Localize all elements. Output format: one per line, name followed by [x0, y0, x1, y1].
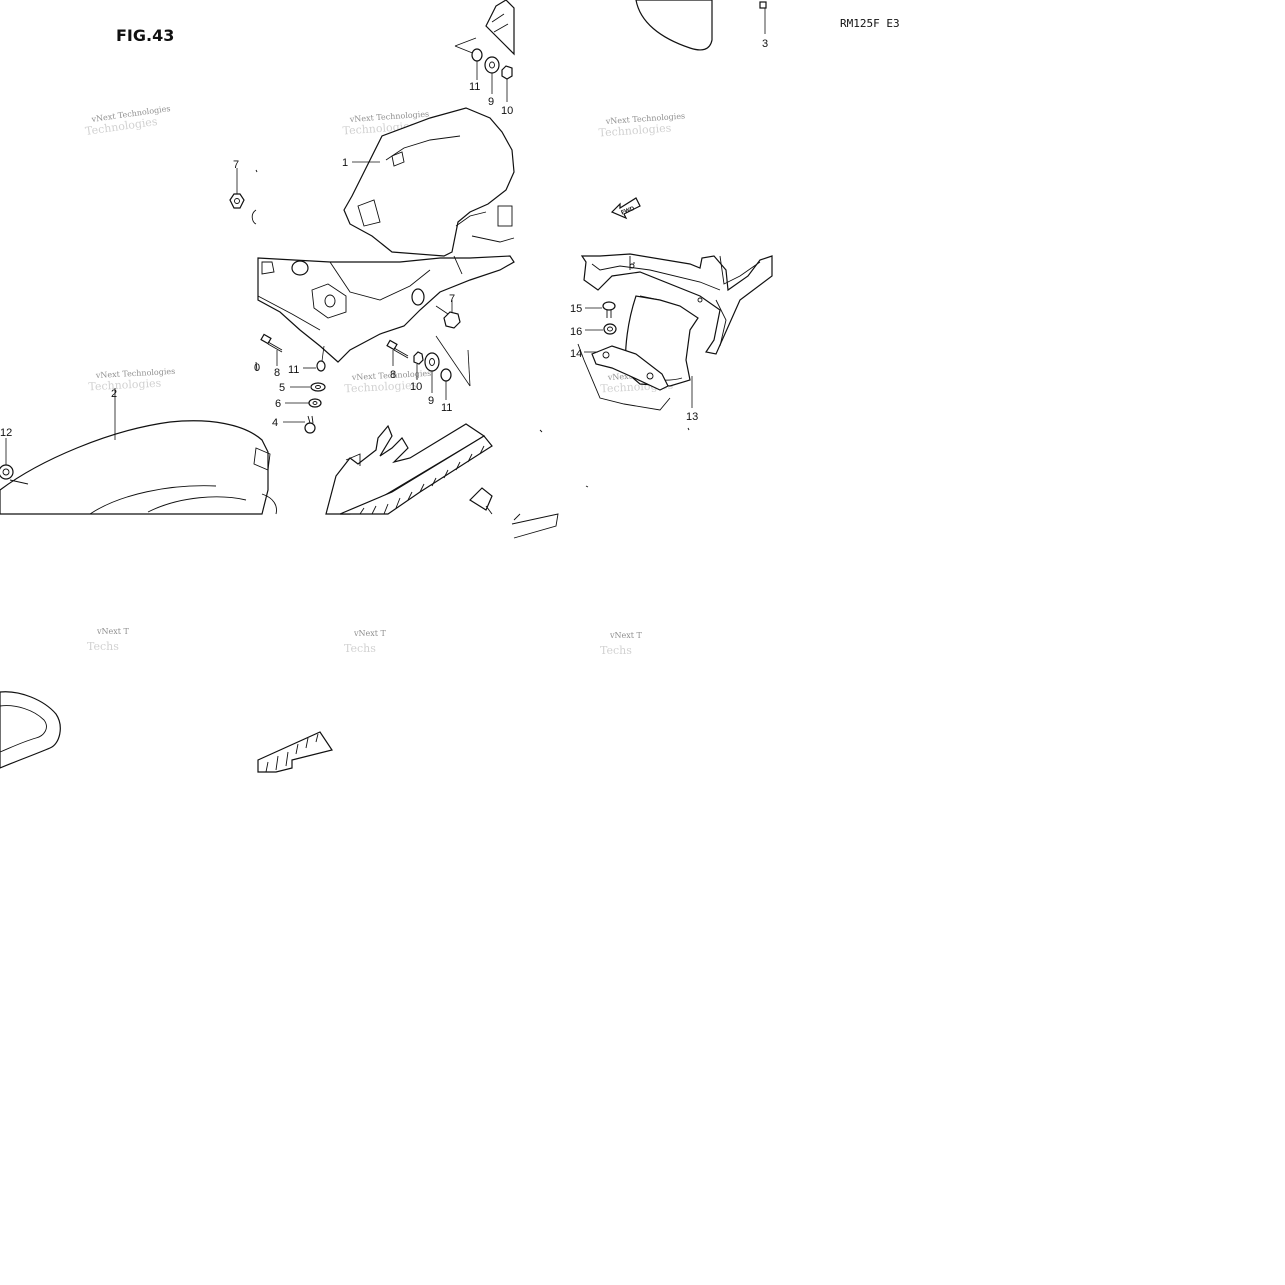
- cap-nut-12: [0, 438, 14, 480]
- callout-7-mid: 7: [449, 293, 455, 305]
- model-code: RM125F E3: [840, 17, 900, 30]
- callout-13: 13: [686, 411, 698, 423]
- bolt-4: [283, 415, 316, 434]
- callout-8-left: 8: [274, 367, 280, 379]
- spacer-11-mid: [303, 345, 326, 372]
- bolt-8-left: [260, 333, 283, 366]
- callout-9-lower: 9: [428, 395, 434, 407]
- callout-0-fragment: 0: [254, 362, 260, 374]
- callout-8-right: 8: [390, 369, 396, 381]
- nut-10-right: [413, 351, 424, 380]
- bolt-3: [759, 1, 767, 34]
- fender-tail-fragment: [0, 691, 61, 769]
- washer-5: [290, 382, 326, 392]
- mud-flap-ruler: [339, 435, 493, 515]
- figure-label: FIG.43: [116, 26, 174, 45]
- fwd-arrow: FWD: [610, 197, 641, 220]
- bolt-part-15: [585, 301, 616, 318]
- rear-fender-body: [257, 255, 515, 363]
- callout-11-lower: 11: [441, 402, 452, 414]
- watermark-shadow: Technologies: [598, 121, 672, 139]
- callout-11-upper: 11: [469, 81, 480, 93]
- callout-5: 5: [279, 382, 285, 394]
- callout-1: 1: [342, 157, 348, 169]
- watermark-shadow: Techs: [344, 642, 376, 655]
- tail-edge-fragment: [511, 429, 559, 539]
- rubber-cushion: [469, 487, 493, 515]
- watermark-text: vNext T: [96, 627, 130, 636]
- washer-part-16: [585, 323, 617, 335]
- callout-12: 12: [0, 427, 12, 439]
- nut-7-mid: [435, 300, 461, 329]
- callout-7-upper: 7: [233, 159, 239, 171]
- callout-14: 14: [570, 348, 582, 360]
- mud-flap-fragment: [257, 731, 333, 773]
- callout-9-upper: 9: [488, 96, 494, 108]
- watermark-shadow: Technologies: [88, 377, 162, 394]
- watermark-shadow: Technologies: [344, 379, 418, 396]
- nut-7-upper: [229, 168, 258, 225]
- watermark-shadow: Techs: [600, 644, 632, 657]
- headlight-cover-fragment: [635, 0, 713, 51]
- watermark-text: vNext Technologies: [351, 369, 432, 382]
- washer-9-right: [424, 352, 440, 393]
- watermark-text: vNext T: [609, 631, 643, 640]
- callout-2: 2: [111, 388, 117, 400]
- fwd-arrow-text: FWD: [620, 206, 636, 217]
- spacer-washer-nut-stack-upper: [454, 37, 513, 102]
- callout-3: 3: [762, 38, 768, 50]
- watermark-text: vNext T: [353, 629, 387, 638]
- watermark-shadow: Techs: [87, 640, 119, 653]
- callout-11-mid: 11: [288, 364, 299, 376]
- callout-15: 15: [570, 303, 582, 315]
- number-plate-fragment: [485, 0, 515, 56]
- callout-10-upper: 10: [501, 105, 513, 117]
- callout-6: 6: [275, 398, 281, 410]
- rear-fender-part-2: [0, 388, 277, 515]
- watermark-text: vNext Technologies: [95, 367, 176, 380]
- collar-6: [285, 398, 322, 408]
- callout-10-lower: 10: [410, 381, 422, 393]
- callout-labels: 1 2 3 4 5 6 7 7 8 8 9 9 10 10 11 11 11 1…: [0, 38, 768, 439]
- stay-bracket-part-14: [577, 343, 671, 411]
- spacer-11-right: [435, 335, 471, 400]
- callout-16: 16: [570, 326, 582, 338]
- side-cover-part-1: [343, 107, 515, 257]
- callout-4: 4: [272, 417, 278, 429]
- bolt-8-right: [386, 339, 409, 366]
